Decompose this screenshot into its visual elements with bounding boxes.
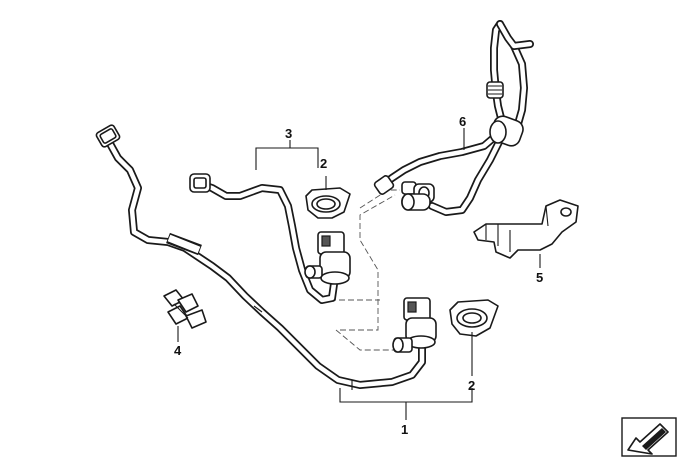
callout-3: 3	[285, 126, 292, 141]
arrow-down-left-icon	[621, 417, 677, 457]
callout-1: 1	[401, 422, 408, 437]
leader-lines	[177, 128, 541, 420]
callout-5: 5	[536, 270, 543, 285]
hose-t-junction	[489, 115, 524, 147]
callout-4: 4	[174, 343, 182, 358]
hose-assembly-1	[95, 124, 426, 390]
hose-end-connector	[189, 173, 211, 193]
assembly-guide-lines	[330, 189, 400, 351]
callout-labels: 1 2 2 3 4 5 6	[174, 114, 543, 437]
hose-end-connector	[95, 124, 121, 148]
mounting-bracket	[473, 199, 579, 259]
solenoid-valve-lower	[392, 297, 437, 353]
hose-clip	[163, 289, 207, 329]
solenoid-valve-upper	[304, 231, 351, 285]
hose-end-connector	[373, 175, 395, 195]
hose-assembly-6	[373, 20, 534, 216]
callout-2-lower: 2	[468, 378, 475, 393]
callout-2-upper: 2	[320, 156, 327, 171]
hose-assembly-3	[189, 173, 338, 304]
hose-end-connector	[486, 81, 504, 99]
grommet-lower	[449, 299, 499, 337]
hose-end-connector	[401, 193, 431, 211]
grommet-upper	[305, 187, 351, 219]
callout-6: 6	[459, 114, 466, 129]
